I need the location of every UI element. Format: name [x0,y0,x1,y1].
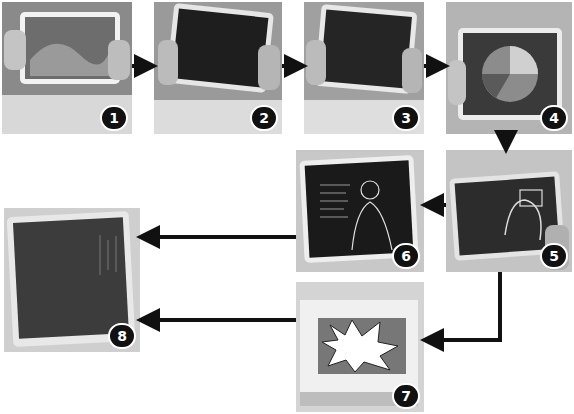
photo-panel: 7 [296,282,424,412]
flow-arrow [424,203,446,207]
photo-panel: 8 [4,208,140,352]
photo-panel: 4 [446,2,572,134]
callout-number: 8 [108,323,136,349]
photo-panel: 2 [154,2,282,134]
callout-number: 6 [392,243,420,269]
flow-arrow [140,235,296,239]
flow-arrow [424,272,500,340]
callout-number: 4 [540,105,568,131]
photo-panel: 3 [304,2,424,134]
flow-arrow [140,318,296,322]
photo-panel: 5 [446,150,572,272]
photo-panel: 1 [2,2,132,134]
callout-number: 2 [250,105,278,131]
flow-arrow [424,64,446,68]
callout-number: 3 [392,105,420,131]
callout-number: 1 [100,105,128,131]
photo-panel: 6 [296,150,424,272]
flow-arrow [132,64,154,68]
flow-arrow [282,64,304,68]
callout-number: 7 [392,383,420,409]
flow-arrow [504,134,508,150]
callout-number: 5 [540,243,568,269]
